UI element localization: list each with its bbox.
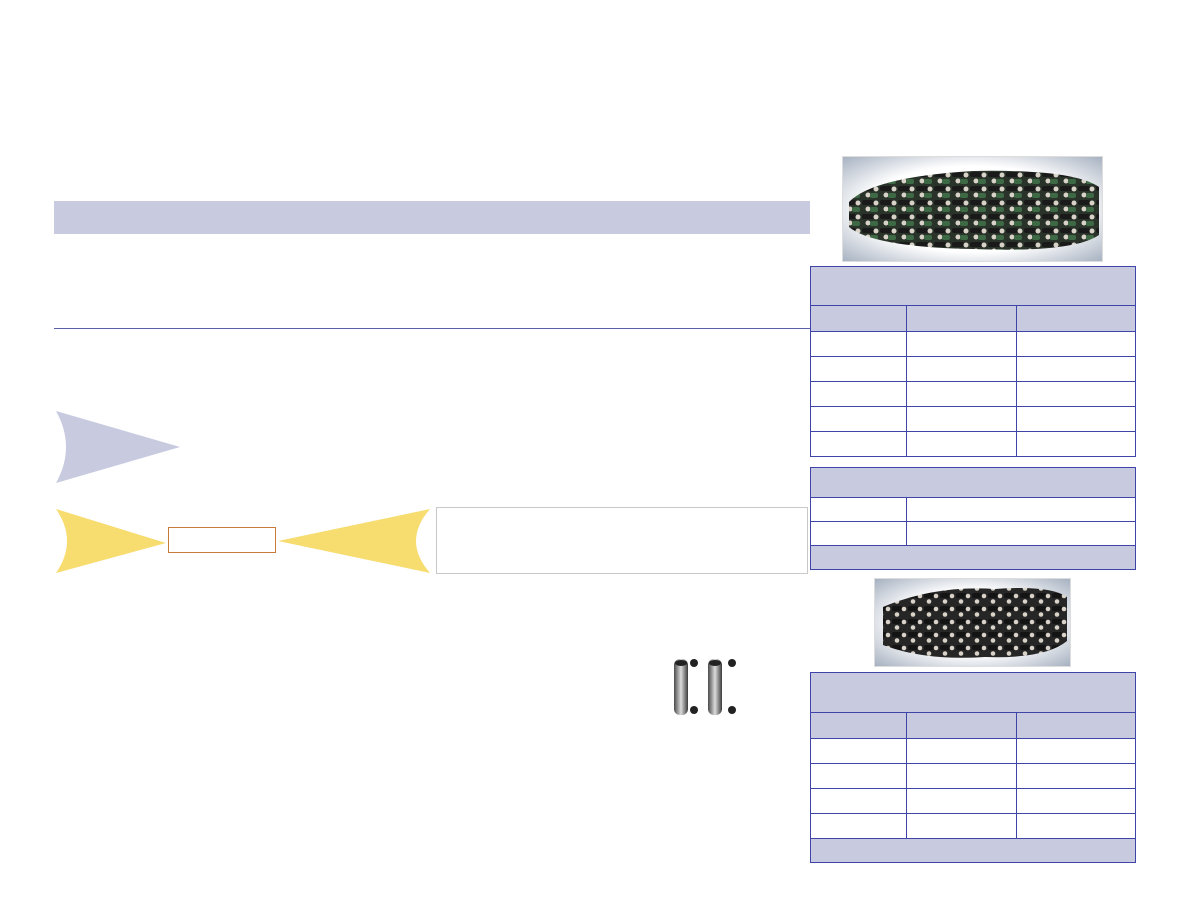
table-cell xyxy=(1015,763,1137,789)
table-cell xyxy=(1015,356,1137,382)
column-header xyxy=(1015,712,1137,739)
table-row xyxy=(810,763,1137,789)
table-cell xyxy=(810,331,907,357)
table-title xyxy=(809,266,1137,306)
table-row xyxy=(810,431,1137,457)
table-cell xyxy=(906,788,1017,814)
table-cell xyxy=(1015,431,1137,457)
table-cell xyxy=(906,431,1017,457)
table-row xyxy=(810,813,1137,839)
table-row xyxy=(810,521,1136,546)
table-footer xyxy=(810,545,1136,570)
table-row xyxy=(810,497,1136,522)
table-row xyxy=(810,738,1137,764)
table-cell xyxy=(1015,813,1137,839)
table-cell xyxy=(906,406,1017,432)
table-row xyxy=(810,381,1137,407)
table-cell xyxy=(906,381,1017,407)
table-cell xyxy=(906,521,1136,546)
table-cell xyxy=(810,497,907,522)
table-cell xyxy=(810,406,907,432)
materials-table-1 xyxy=(809,266,1137,457)
horizontal-divider xyxy=(54,328,810,329)
table-cell xyxy=(1015,406,1137,432)
yellow-arrow-right-shape xyxy=(278,509,430,573)
table-row xyxy=(810,788,1137,814)
table-cell xyxy=(1015,381,1137,407)
beaded-bead-photo-large xyxy=(842,156,1103,262)
section-title-band xyxy=(54,201,810,234)
table-row xyxy=(810,331,1137,357)
info-text-box xyxy=(436,507,808,574)
table-cell xyxy=(906,813,1017,839)
table-cell xyxy=(810,521,907,546)
table-cell xyxy=(906,331,1017,357)
table-cell xyxy=(906,738,1017,764)
table-cell xyxy=(906,356,1017,382)
table-row xyxy=(810,406,1137,432)
column-header xyxy=(810,305,907,332)
materials-table-3 xyxy=(809,672,1137,863)
beaded-bead-photo-small xyxy=(874,578,1071,667)
table-cell xyxy=(810,763,907,789)
table-cell xyxy=(1015,788,1137,814)
table-cell xyxy=(810,738,907,764)
table-footer xyxy=(809,838,1137,863)
column-header xyxy=(906,305,1017,332)
table-cell xyxy=(810,381,907,407)
orange-label-box xyxy=(168,527,276,553)
table-cell xyxy=(810,356,907,382)
table-cell xyxy=(810,788,907,814)
table-cell xyxy=(810,813,907,839)
lavender-arrow-shape xyxy=(56,411,180,483)
table-cell xyxy=(1015,331,1137,357)
table-title xyxy=(809,672,1137,713)
materials-table-2 xyxy=(810,467,1136,570)
table-cell xyxy=(1015,738,1137,764)
column-header xyxy=(810,712,907,739)
yellow-arrow-left-shape xyxy=(56,509,166,573)
table-row xyxy=(810,356,1137,382)
column-header xyxy=(1015,305,1137,332)
table-cell xyxy=(906,763,1017,789)
table-cell xyxy=(810,431,907,457)
bugle-beads-icon xyxy=(674,659,736,715)
column-header xyxy=(906,712,1017,739)
table-title xyxy=(810,467,1136,498)
table-cell xyxy=(906,497,1136,522)
